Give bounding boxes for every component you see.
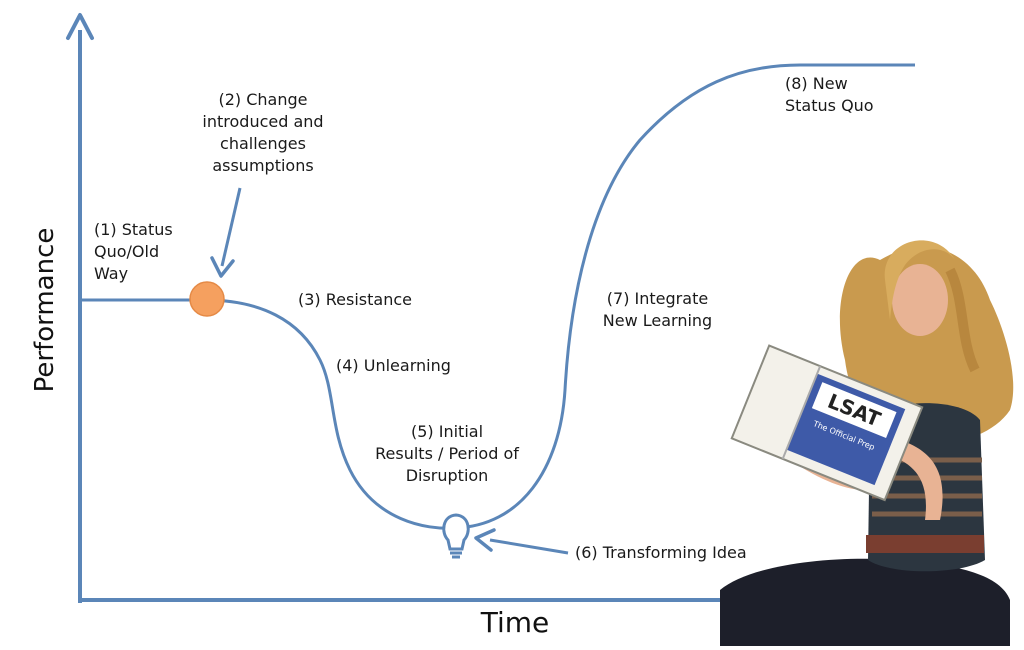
lightbulb-icon [442, 513, 470, 559]
stage-label-5: (5) Initial Results / Period of Disrupti… [375, 422, 519, 485]
woman-reading-photo: LSAT The Official Prep [720, 240, 1014, 646]
change-marker-circle [189, 281, 225, 317]
idea-pointer-arrow [489, 538, 569, 555]
y-axis-title: Performance [30, 227, 60, 393]
stage-label-3: (3) Resistance [298, 290, 412, 309]
y-axis-arrowhead [66, 13, 94, 40]
stage-label-1: (1) Status Quo/Old Way [94, 220, 173, 283]
stage-label-4: (4) Unlearning [336, 356, 451, 375]
stage-label-8: (8) New Status Quo [785, 74, 874, 115]
idea-pointer-arrowhead [474, 528, 496, 552]
change-pointer-arrowhead [210, 256, 235, 278]
stage-label-6: (6) Transforming Idea [575, 543, 747, 562]
performance-curve [82, 63, 915, 530]
change-pointer-arrow [220, 187, 242, 267]
stage-label-2: (2) Change introduced and challenges ass… [202, 90, 324, 175]
x-axis-title: Time [480, 606, 550, 639]
stage-label-7: (7) Integrate New Learning [602, 289, 713, 330]
